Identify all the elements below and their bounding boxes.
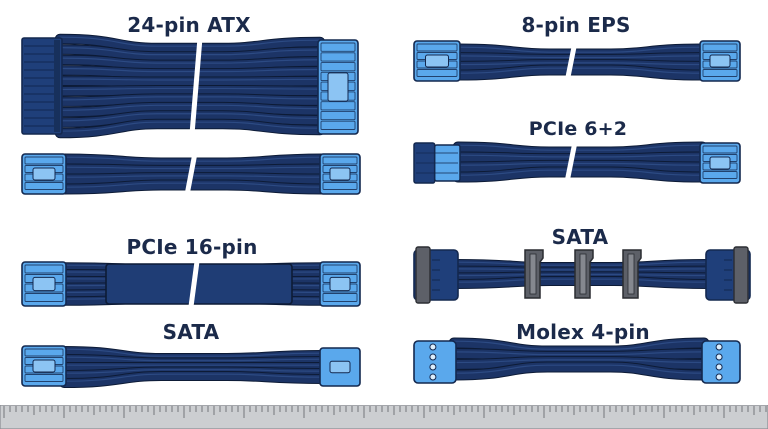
ruler-icon [0,405,768,429]
pcie-6-2-pin-cable [413,141,741,184]
label-pcie-62: PCIe 6+2 [528,118,628,140]
label-eps-8: 8-pin EPS [521,13,631,37]
label-sata-left: SATA [162,320,220,344]
pcie-16-pin-cable [21,253,361,315]
label-atx-24: 24-pin ATX [127,13,251,37]
eps-8-pin-cable [413,40,741,83]
cpu-8-pin-cable [21,152,361,196]
sata-power-cable [21,345,361,388]
atx-24-pin-cable [21,33,359,139]
label-pcie-16: PCIe 16-pin [126,235,258,259]
label-sata-chain: SATA [551,225,609,249]
sata-daisy-chain-cable [413,246,751,304]
label-molex-4: Molex 4-pin [516,320,650,344]
molex-4-pin-cable [413,337,741,384]
